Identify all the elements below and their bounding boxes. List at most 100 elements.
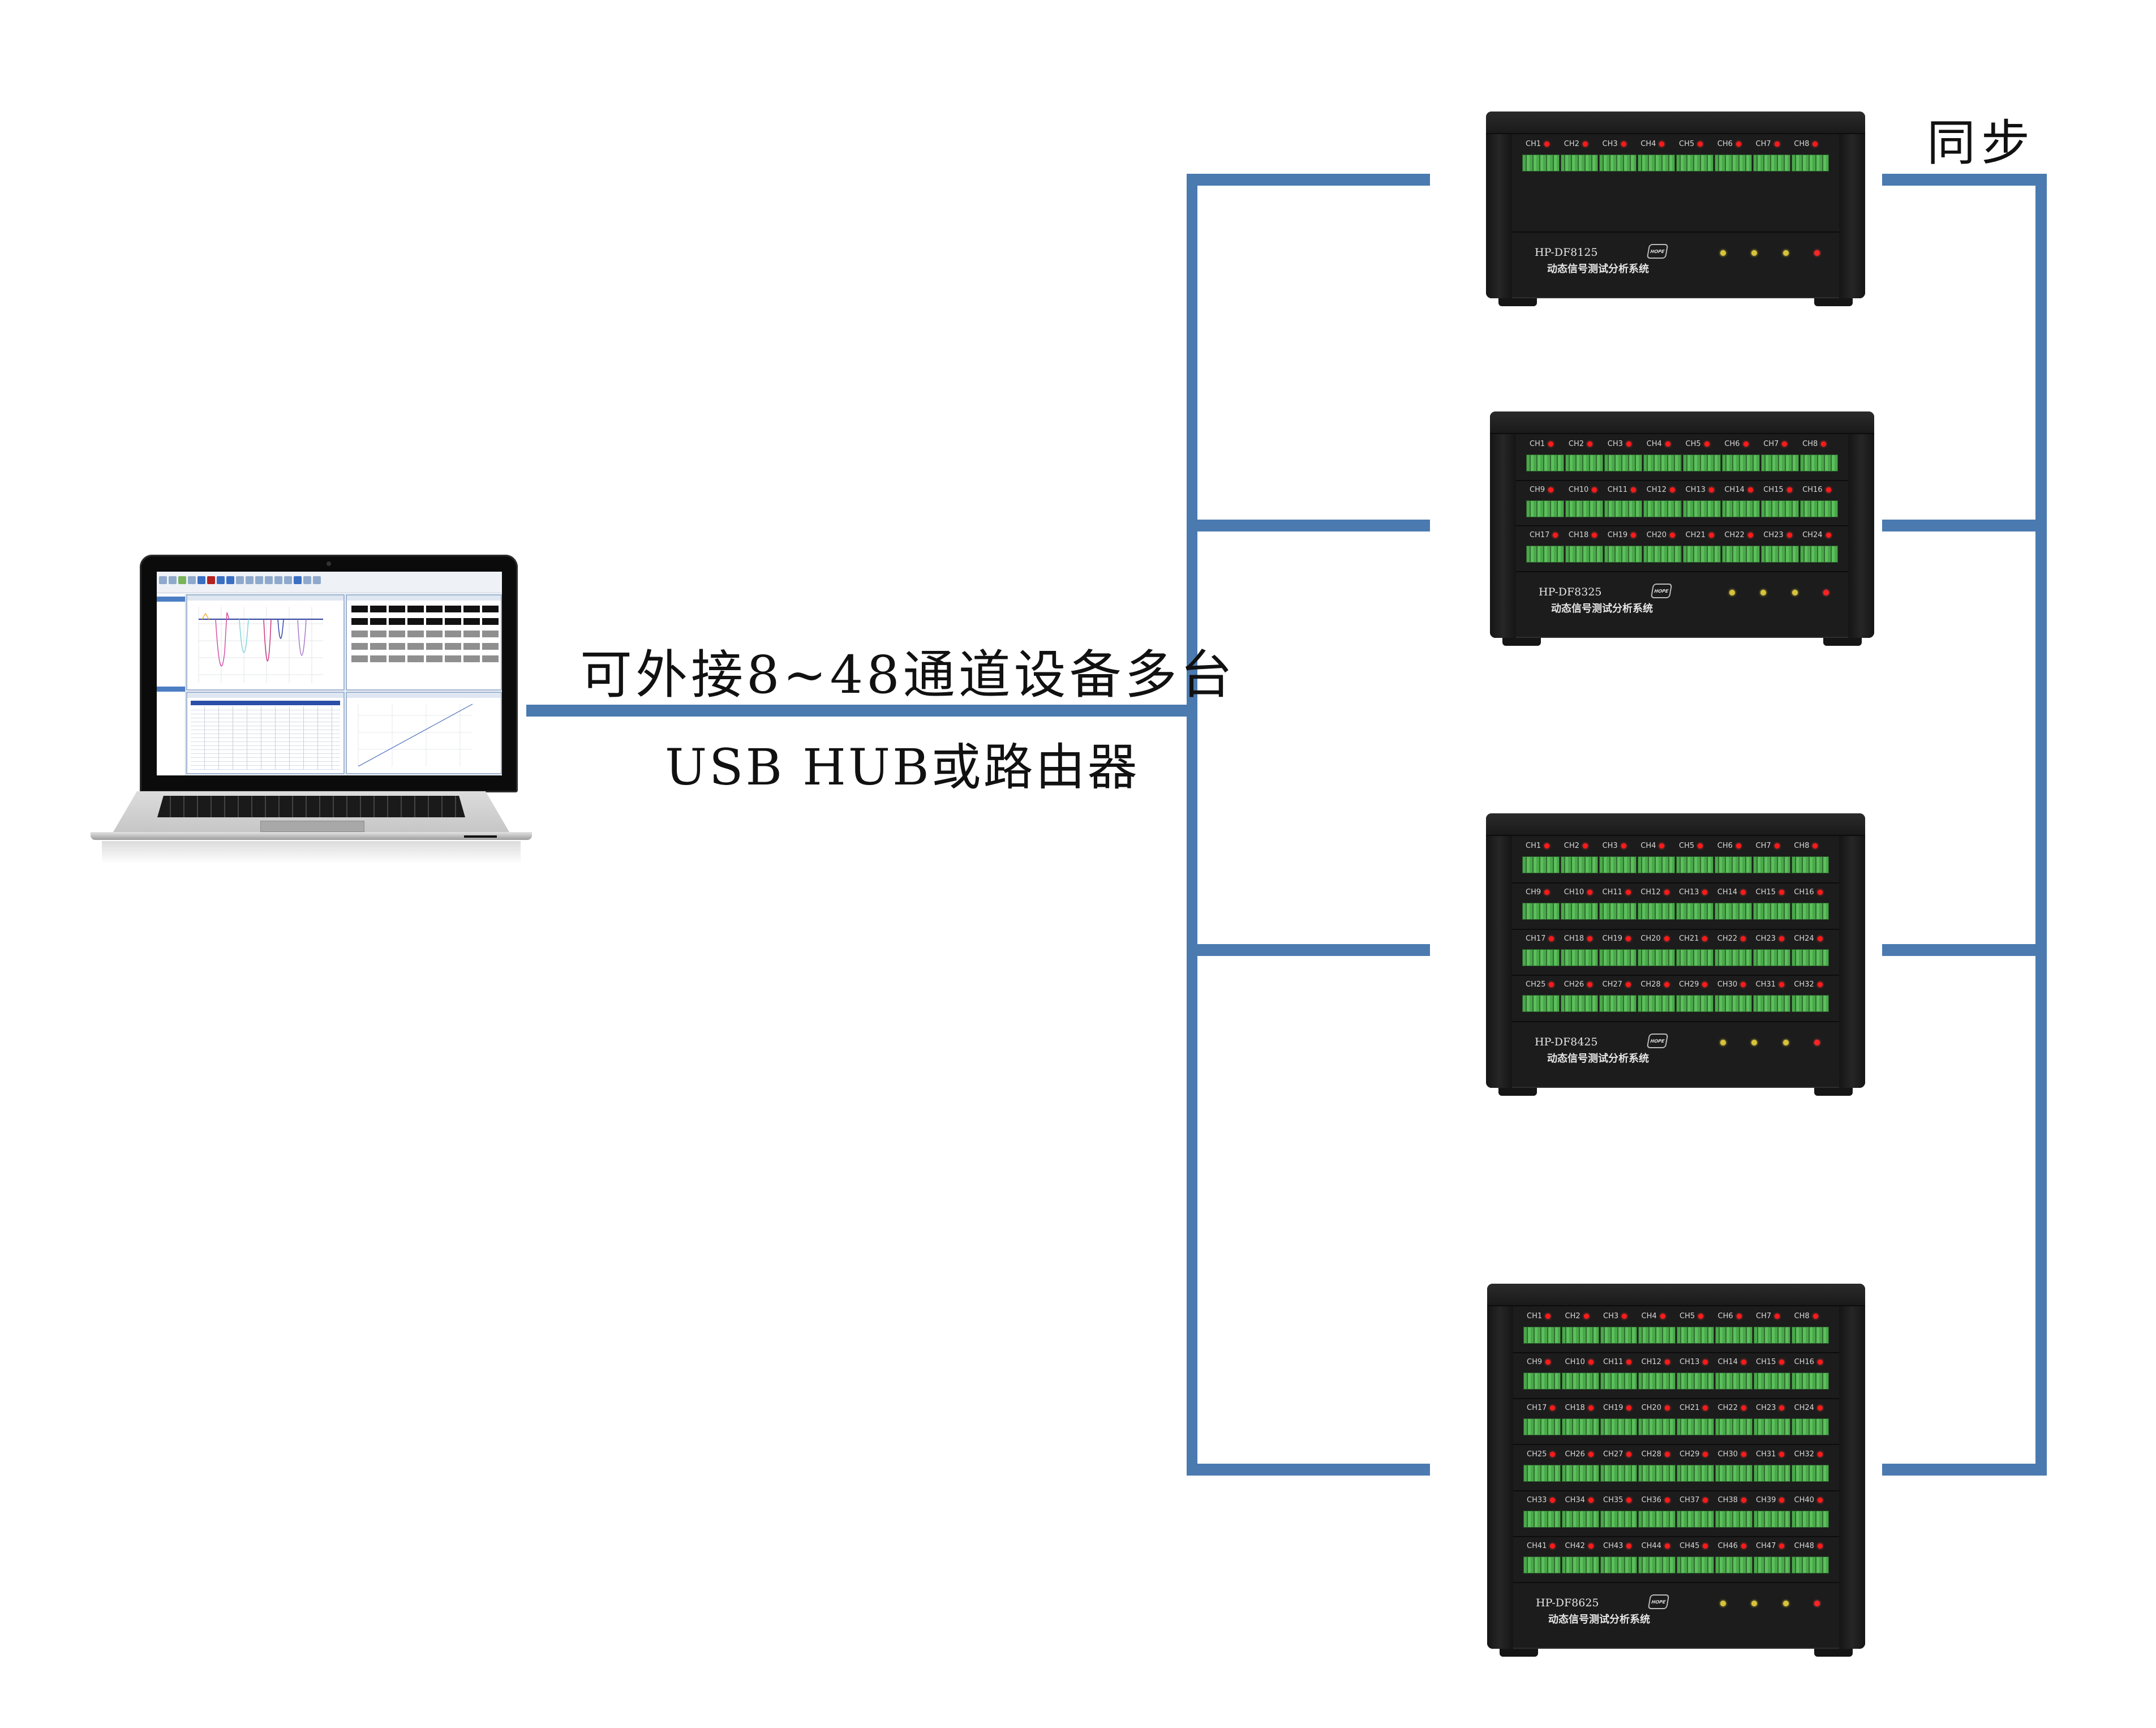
terminal-block-connector[interactable] (1721, 454, 1760, 471)
terminal-block-connector[interactable] (1753, 1418, 1791, 1436)
terminal-block-connector[interactable] (1600, 1418, 1638, 1436)
terminal-block-connector[interactable] (1565, 454, 1604, 471)
terminal-block-connector[interactable] (1792, 1418, 1829, 1436)
terminal-block-connector[interactable] (1561, 1556, 1599, 1573)
terminal-block-connector[interactable] (1599, 155, 1637, 171)
terminal-block-connector[interactable] (1792, 949, 1829, 966)
terminal-block-connector[interactable] (1799, 500, 1838, 517)
terminal-block-connector[interactable] (1792, 995, 1829, 1013)
terminal-block-connector[interactable] (1599, 856, 1637, 873)
terminal-block-connector[interactable] (1600, 1373, 1638, 1390)
terminal-block-connector[interactable] (1526, 500, 1565, 517)
terminal-block-connector[interactable] (1522, 856, 1560, 873)
terminal-block-connector[interactable] (1792, 1373, 1829, 1390)
terminal-block-connector[interactable] (1799, 454, 1838, 471)
terminal-block-connector[interactable] (1643, 546, 1682, 563)
terminal-block-connector[interactable] (1561, 1327, 1599, 1344)
terminal-block-connector[interactable] (1753, 949, 1790, 966)
terminal-block-connector[interactable] (1599, 995, 1637, 1013)
terminal-block-connector[interactable] (1643, 454, 1682, 471)
terminal-block-connector[interactable] (1523, 1373, 1561, 1390)
terminal-block-connector[interactable] (1677, 1418, 1714, 1436)
terminal-block-connector[interactable] (1676, 949, 1713, 966)
terminal-block-connector[interactable] (1600, 1510, 1638, 1528)
terminal-block-connector[interactable] (1715, 1327, 1753, 1344)
terminal-block-connector[interactable] (1643, 500, 1682, 517)
terminal-block-connector[interactable] (1561, 1373, 1599, 1390)
terminal-block-connector[interactable] (1638, 1510, 1676, 1528)
terminal-block-connector[interactable] (1792, 1556, 1829, 1573)
terminal-block-connector[interactable] (1526, 546, 1565, 563)
terminal-block-connector[interactable] (1715, 856, 1752, 873)
terminal-block-connector[interactable] (1799, 546, 1838, 563)
terminal-block-connector[interactable] (1526, 454, 1565, 471)
terminal-block-connector[interactable] (1760, 500, 1799, 517)
terminal-block-connector[interactable] (1676, 155, 1713, 171)
terminal-block-connector[interactable] (1677, 1464, 1714, 1482)
terminal-block-connector[interactable] (1792, 1464, 1829, 1482)
terminal-block-connector[interactable] (1600, 1327, 1638, 1344)
terminal-block-connector[interactable] (1753, 1464, 1791, 1482)
terminal-block-connector[interactable] (1760, 454, 1799, 471)
terminal-block-connector[interactable] (1676, 856, 1713, 873)
terminal-block-connector[interactable] (1677, 1373, 1714, 1390)
terminal-block-connector[interactable] (1638, 856, 1675, 873)
terminal-block-connector[interactable] (1721, 500, 1760, 517)
terminal-block-connector[interactable] (1721, 546, 1760, 563)
terminal-block-connector[interactable] (1523, 1556, 1561, 1573)
terminal-block-connector[interactable] (1522, 949, 1560, 966)
terminal-block-connector[interactable] (1676, 902, 1713, 920)
terminal-block-connector[interactable] (1753, 155, 1790, 171)
terminal-block-connector[interactable] (1600, 1464, 1638, 1482)
terminal-block-connector[interactable] (1677, 1556, 1714, 1573)
terminal-block-connector[interactable] (1561, 1464, 1599, 1482)
terminal-block-connector[interactable] (1715, 1418, 1753, 1436)
terminal-block-connector[interactable] (1677, 1327, 1714, 1344)
terminal-block-connector[interactable] (1638, 995, 1675, 1013)
terminal-block-connector[interactable] (1523, 1418, 1561, 1436)
terminal-block-connector[interactable] (1604, 454, 1643, 471)
terminal-block-connector[interactable] (1638, 155, 1675, 171)
terminal-block-connector[interactable] (1715, 1464, 1753, 1482)
terminal-block-connector[interactable] (1792, 1327, 1829, 1344)
terminal-block-connector[interactable] (1522, 995, 1560, 1013)
terminal-block-connector[interactable] (1600, 1556, 1638, 1573)
terminal-block-connector[interactable] (1604, 546, 1643, 563)
terminal-block-connector[interactable] (1682, 454, 1721, 471)
terminal-block-connector[interactable] (1682, 500, 1721, 517)
terminal-block-connector[interactable] (1715, 902, 1752, 920)
terminal-block-connector[interactable] (1715, 155, 1752, 171)
terminal-block-connector[interactable] (1522, 155, 1560, 171)
terminal-block-connector[interactable] (1792, 902, 1829, 920)
terminal-block-connector[interactable] (1638, 1327, 1676, 1344)
terminal-block-connector[interactable] (1638, 1464, 1676, 1482)
terminal-block-connector[interactable] (1523, 1327, 1561, 1344)
terminal-block-connector[interactable] (1715, 1556, 1753, 1573)
terminal-block-connector[interactable] (1561, 856, 1598, 873)
terminal-block-connector[interactable] (1792, 155, 1829, 171)
terminal-block-connector[interactable] (1753, 856, 1790, 873)
terminal-block-connector[interactable] (1715, 995, 1752, 1013)
terminal-block-connector[interactable] (1561, 995, 1598, 1013)
terminal-block-connector[interactable] (1753, 1510, 1791, 1528)
terminal-block-connector[interactable] (1792, 856, 1829, 873)
terminal-block-connector[interactable] (1523, 1464, 1561, 1482)
terminal-block-connector[interactable] (1638, 902, 1675, 920)
terminal-block-connector[interactable] (1638, 1556, 1676, 1573)
terminal-block-connector[interactable] (1561, 1510, 1599, 1528)
terminal-block-connector[interactable] (1753, 1327, 1791, 1344)
terminal-block-connector[interactable] (1561, 155, 1598, 171)
terminal-block-connector[interactable] (1561, 949, 1598, 966)
terminal-block-connector[interactable] (1523, 1510, 1561, 1528)
terminal-block-connector[interactable] (1753, 995, 1790, 1013)
terminal-block-connector[interactable] (1561, 1418, 1599, 1436)
terminal-block-connector[interactable] (1715, 1510, 1753, 1528)
terminal-block-connector[interactable] (1604, 500, 1643, 517)
terminal-block-connector[interactable] (1753, 1556, 1791, 1573)
terminal-block-connector[interactable] (1753, 902, 1790, 920)
terminal-block-connector[interactable] (1599, 949, 1637, 966)
terminal-block-connector[interactable] (1677, 1510, 1714, 1528)
terminal-block-connector[interactable] (1638, 1418, 1676, 1436)
terminal-block-connector[interactable] (1522, 902, 1560, 920)
terminal-block-connector[interactable] (1638, 1373, 1676, 1390)
